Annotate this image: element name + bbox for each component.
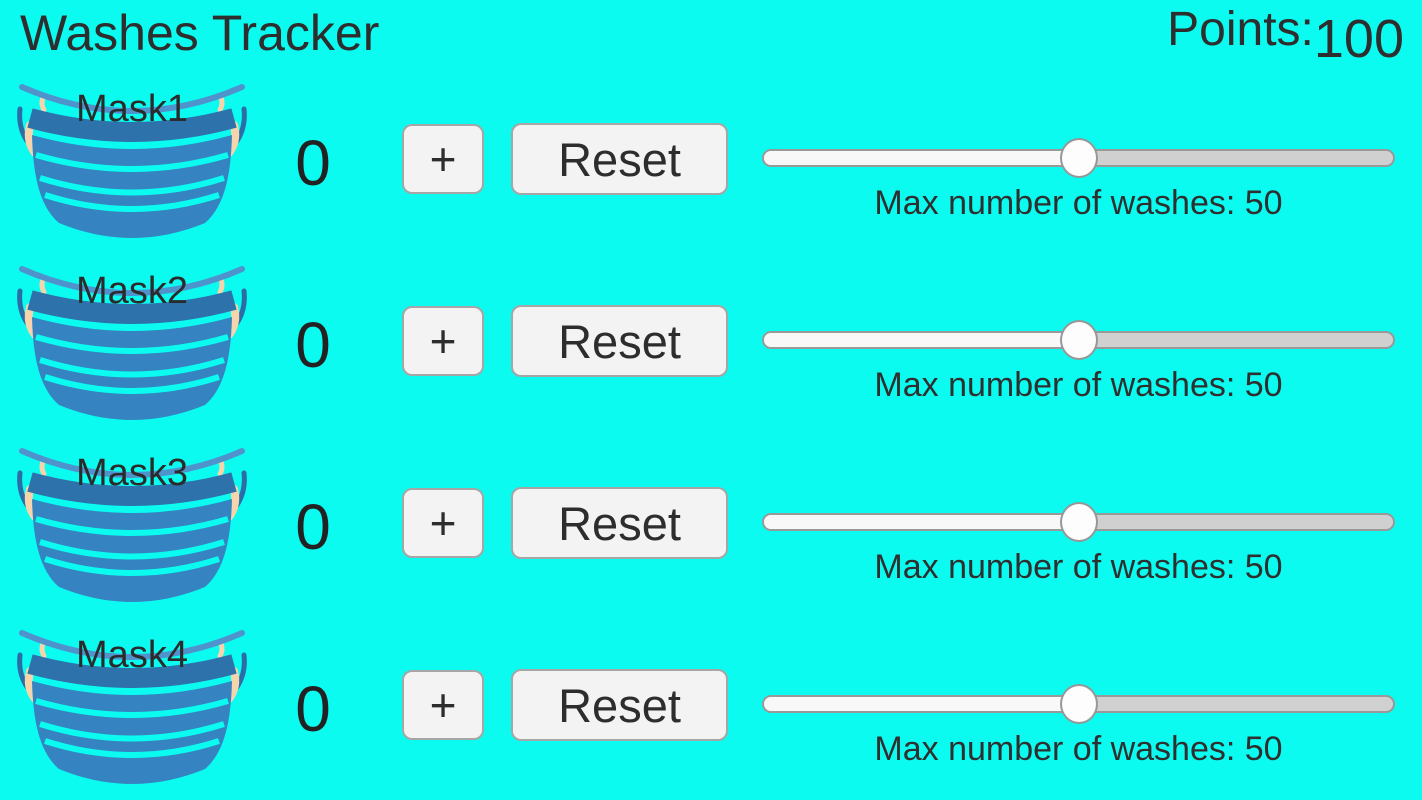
max-washes-label: Max number of washes: 50 bbox=[874, 730, 1283, 768]
max-washes-slider[interactable] bbox=[762, 502, 1395, 542]
slider-thumb[interactable] bbox=[1059, 684, 1098, 724]
points-display: Points: 100 bbox=[1167, 2, 1404, 70]
increment-button[interactable]: + bbox=[402, 488, 484, 558]
max-washes-slider[interactable] bbox=[762, 684, 1395, 724]
mask-row: Mask2 0 + Reset Max number of washes: 50 bbox=[0, 264, 1422, 446]
slider-fill bbox=[764, 515, 1079, 529]
slider-fill bbox=[764, 333, 1079, 347]
mask-row: Mask4 0 + Reset Max number of washes: 50 bbox=[0, 628, 1422, 800]
max-washes-label: Max number of washes: 50 bbox=[874, 548, 1283, 586]
mask-image: Mask1 bbox=[16, 82, 248, 242]
slider-thumb[interactable] bbox=[1059, 502, 1098, 542]
face-mask-icon bbox=[17, 448, 247, 602]
mask-image: Mask4 bbox=[16, 628, 248, 788]
mask-row: Mask1 0 + Reset Max number of washes: 50 bbox=[0, 82, 1422, 264]
max-washes-slider[interactable] bbox=[762, 320, 1395, 360]
max-washes-label: Max number of washes: 50 bbox=[874, 366, 1283, 404]
mask-row: Mask3 0 + Reset Max number of washes: 50 bbox=[0, 446, 1422, 628]
mask-name-label: Mask4 bbox=[76, 634, 188, 676]
mask-name-label: Mask3 bbox=[76, 452, 188, 494]
slider-thumb[interactable] bbox=[1059, 138, 1098, 178]
increment-button[interactable]: + bbox=[402, 670, 484, 740]
wash-count: 0 bbox=[295, 309, 331, 381]
increment-button[interactable]: + bbox=[402, 306, 484, 376]
wash-count: 0 bbox=[295, 673, 331, 745]
wash-count: 0 bbox=[295, 491, 331, 563]
page-title: Washes Tracker bbox=[20, 5, 380, 61]
slider-fill bbox=[764, 151, 1079, 165]
reset-button[interactable]: Reset bbox=[511, 123, 728, 195]
max-washes-slider[interactable] bbox=[762, 138, 1395, 178]
points-value: 100 bbox=[1313, 9, 1404, 69]
mask-image: Mask2 bbox=[16, 264, 248, 424]
reset-button[interactable]: Reset bbox=[511, 305, 728, 377]
slider-thumb[interactable] bbox=[1059, 320, 1098, 360]
mask-name-label: Mask2 bbox=[76, 270, 188, 312]
wash-count: 0 bbox=[295, 127, 331, 199]
slider-fill bbox=[764, 697, 1079, 711]
max-washes-label: Max number of washes: 50 bbox=[874, 184, 1283, 222]
increment-button[interactable]: + bbox=[402, 124, 484, 194]
points-label: Points: bbox=[1167, 3, 1314, 56]
face-mask-icon bbox=[17, 84, 247, 238]
face-mask-icon bbox=[17, 630, 247, 784]
mask-name-label: Mask1 bbox=[76, 88, 188, 130]
reset-button[interactable]: Reset bbox=[511, 487, 728, 559]
reset-button[interactable]: Reset bbox=[511, 669, 728, 741]
mask-image: Mask3 bbox=[16, 446, 248, 606]
face-mask-icon bbox=[17, 266, 247, 420]
